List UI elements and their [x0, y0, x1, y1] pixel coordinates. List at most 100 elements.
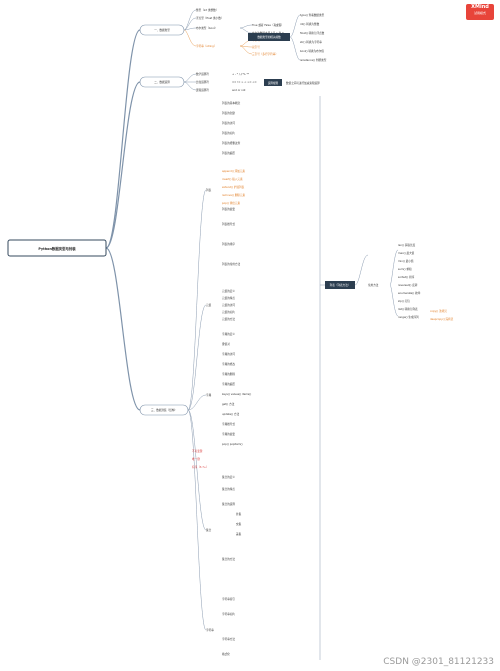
right-item[interactable]: zip() 打包	[398, 299, 410, 303]
list-item[interactable]: 列表推导式	[222, 222, 235, 226]
s3-box[interactable]	[139, 404, 189, 416]
s3-str-head[interactable]: 字符串	[206, 628, 214, 632]
right-item[interactable]: max() 最大值	[398, 251, 415, 255]
set-item[interactable]: 交集	[236, 522, 242, 526]
s1-item[interactable]: 字符串（string）	[196, 44, 216, 48]
list-item[interactable]: 列表的创建	[222, 111, 235, 115]
list-item[interactable]: 列表的增删改查	[222, 141, 241, 145]
s1-box[interactable]	[139, 24, 185, 36]
list-item[interactable]: 列表的基本概念	[222, 101, 241, 105]
dict-item[interactable]: keys() values() items()	[222, 392, 251, 396]
s3-set-head[interactable]: 集合	[206, 528, 212, 532]
dict-item[interactable]: get() 方法	[222, 402, 235, 406]
s1-item[interactable]: 浮点型（float 类小数）	[196, 16, 223, 20]
s1-str-child[interactable]: 双引号	[252, 45, 260, 49]
dict-item[interactable]: 字典的定义	[222, 332, 235, 336]
right-item[interactable]: reversed() 反转	[398, 283, 418, 287]
s2-item[interactable]: 比较运算符	[196, 80, 209, 84]
dict-item[interactable]: 字典推导式	[222, 422, 235, 426]
set-item[interactable]: 集合的特点	[222, 487, 235, 491]
root-node[interactable]: Python数据类型与封装	[38, 246, 76, 251]
tuple-item[interactable]: 元组的切片	[222, 310, 235, 314]
section-2[interactable]: 二、数据运算	[154, 80, 170, 84]
dict-item[interactable]: 字典的删除	[222, 372, 235, 376]
list-item[interactable]: 列表的常用方法	[222, 262, 241, 266]
dict-item[interactable]: 字典的遍历	[222, 382, 235, 386]
dict-item[interactable]: 键值对	[222, 342, 230, 346]
list-item[interactable]: 列表的嵌套	[222, 207, 235, 211]
tuple-item[interactable]: 元组的定义	[222, 289, 235, 293]
right-item[interactable]: enumerate() 枚举	[398, 291, 421, 295]
right-item[interactable]: len() 获取长度	[398, 243, 416, 247]
s2-cmp-child[interactable]: == != > < >= <=	[232, 80, 257, 84]
str-item[interactable]: 字符串切片	[222, 612, 235, 616]
s3-list-head[interactable]: 列表	[206, 188, 212, 192]
s2-logic-child[interactable]: and or not	[232, 88, 245, 92]
s1-note[interactable]: isinstance() 判断类型	[300, 58, 327, 62]
right-hub2[interactable]: 常用方法	[368, 283, 379, 287]
s2-item[interactable]: 逻辑运算符	[196, 88, 209, 92]
right-item[interactable]: sorted() 排序	[398, 275, 415, 279]
tuple-item[interactable]: 元组的特点	[222, 296, 235, 300]
right-hub[interactable]: 列表（列表方法）	[330, 283, 351, 287]
s2-tag-note[interactable]: 数值之间可进行加减乘除运算	[286, 81, 320, 85]
root-to-s3-line	[105, 247, 141, 411]
set-item[interactable]: 集合的方法	[222, 557, 235, 561]
list-orange-item[interactable]: remove() 删除元素	[222, 193, 245, 197]
s1-note[interactable]: float() 转换为浮点数	[300, 31, 325, 35]
s1-item[interactable]: 整型（int 类整数）	[196, 8, 218, 12]
s1-branch	[183, 17, 197, 31]
s2-box[interactable]	[139, 76, 185, 88]
list-item[interactable]: 列表的排序	[222, 242, 235, 246]
right-orange[interactable]: deepcopy() 深拷贝	[430, 317, 454, 321]
right-item[interactable]: list() 转换为列表	[398, 307, 418, 311]
tuple-item[interactable]: 元组的访问	[222, 303, 235, 307]
list-orange-item[interactable]: pop() 弹出元素	[222, 201, 241, 205]
str-item[interactable]: 字符串方法	[222, 637, 235, 641]
dict-item[interactable]: 字典的修改	[222, 362, 235, 366]
set-item[interactable]: 并集	[236, 512, 242, 516]
right-orange[interactable]: copy() 浅拷贝	[430, 309, 447, 313]
s2-tag[interactable]: 运算规则	[268, 81, 279, 85]
list-item[interactable]: 列表的遍历	[222, 151, 235, 155]
s2-item[interactable]: 数学运算符	[196, 72, 209, 76]
s1-note[interactable]: bool() 转换为布尔值	[300, 49, 324, 53]
right-item[interactable]: sum() 求和	[398, 267, 412, 271]
right-branch	[389, 249, 399, 286]
dict-item[interactable]: 字典的嵌套	[222, 432, 235, 436]
list-item[interactable]: 列表的切片	[222, 131, 235, 135]
s1-branch	[183, 9, 197, 31]
list-item[interactable]: 列表的访问	[222, 121, 235, 125]
section-3[interactable]: 三、数据封装（结构）	[151, 408, 177, 412]
str-item[interactable]: 字符串索引	[222, 597, 235, 601]
set-item[interactable]: 集合的运算	[222, 502, 235, 506]
right-item[interactable]: min() 最小值	[398, 259, 414, 263]
dict-item[interactable]: pop() popitem()	[222, 442, 243, 446]
s1-note[interactable]: str() 转换为字符串	[300, 40, 322, 44]
list-orange-item[interactable]: extend() 扩展列表	[222, 185, 245, 189]
s1-item[interactable]: 布尔类型（bool）	[196, 26, 217, 30]
s1-bool-child[interactable]: True 或者 False（真或假）	[252, 23, 284, 27]
dict-orange-item[interactable]: 唯一键	[192, 457, 200, 461]
str-item[interactable]: 格式化	[222, 652, 230, 656]
s1-note[interactable]: int() 转换为整数	[300, 22, 320, 26]
dict-orange-item[interactable]: 有序（3.7+）	[192, 465, 209, 469]
set-item[interactable]: 集合的定义	[222, 475, 235, 479]
root-node-box[interactable]	[7, 239, 107, 257]
section-1[interactable]: 一、数据类型	[154, 28, 170, 32]
s1-note[interactable]: type() 查看数据类型	[300, 13, 325, 17]
s3-tuple-head[interactable]: 元组	[206, 303, 212, 307]
s1-str-child[interactable]: 三引号（多行字符串）	[252, 52, 278, 56]
s1-notes-head[interactable]: 数据类型的相关函数	[257, 35, 281, 39]
tuple-item[interactable]: 元组的方法	[222, 317, 235, 321]
dict-item[interactable]: 字典的访问	[222, 352, 235, 356]
right-item[interactable]: range() 生成序列	[398, 315, 419, 319]
dict-orange-item[interactable]: 不可变键	[192, 449, 203, 453]
list-orange-item[interactable]: insert() 插入元素	[222, 177, 243, 181]
dict-item[interactable]: update() 方法	[222, 412, 240, 416]
set-item[interactable]: 差集	[236, 532, 242, 536]
s3-dict-head[interactable]: 字典	[206, 393, 212, 397]
s2-math-child[interactable]: + - * / // % **	[232, 72, 250, 76]
list-orange-item[interactable]: append() 添加元素	[222, 169, 245, 173]
